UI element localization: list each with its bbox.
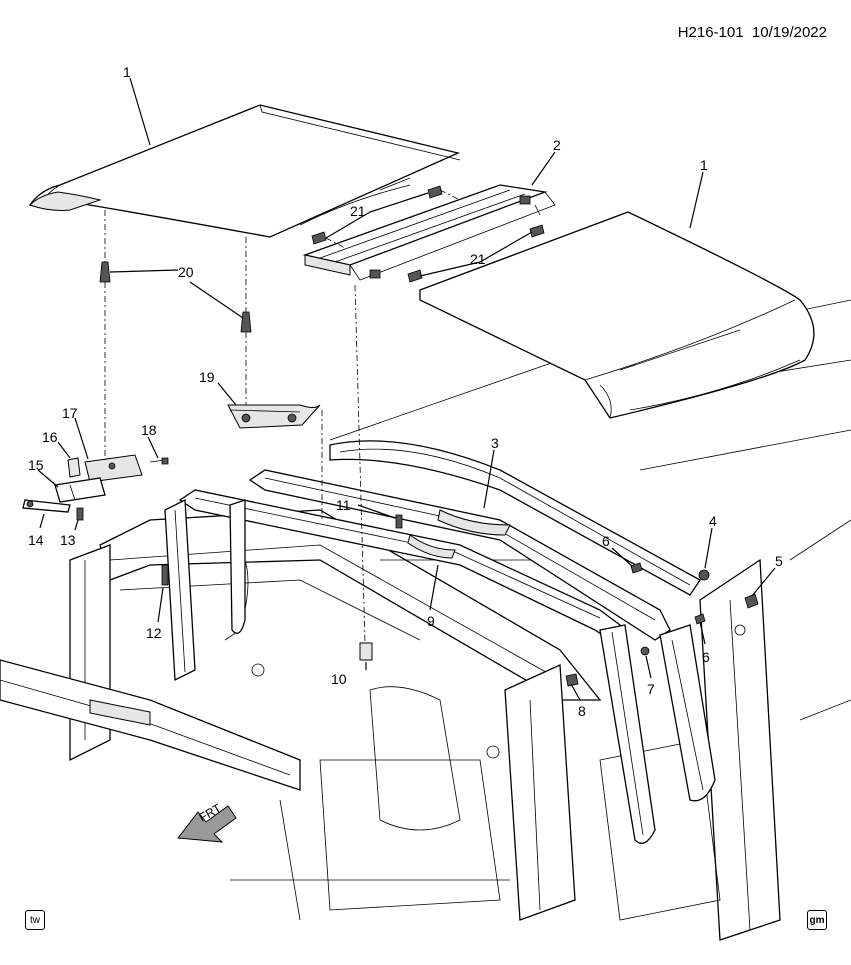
roof-panel-right (419, 211, 815, 419)
callout-5: 5 (775, 553, 783, 569)
callout-4: 4 (709, 513, 717, 529)
callout-11: 11 (336, 497, 351, 513)
callout-13: 13 (60, 532, 76, 548)
tw-badge-label: tw (30, 914, 40, 926)
callout-6-lower: 6 (702, 649, 710, 665)
callout-14: 14 (28, 532, 44, 548)
alignment-lines (104, 210, 366, 644)
diagram-date: 10/19/2022 (751, 24, 827, 41)
callout-1-right: 1 (700, 157, 708, 173)
leader-lines (37, 77, 776, 701)
diagram-header: H216-101 10/19/2022 (678, 24, 827, 41)
callout-8: 8 (578, 703, 586, 719)
roof-panel-left (28, 104, 461, 238)
bracket-19-studs-20 (99, 261, 321, 429)
callout-7: 7 (647, 681, 655, 697)
vehicle-body (0, 299, 851, 941)
front-direction-arrow: FRT (177, 801, 237, 843)
callout-labels: 1 1 2 3 4 5 6 6 7 8 9 10 11 12 13 14 15 … (28, 64, 783, 719)
callout-17: 17 (62, 405, 78, 421)
callout-15: 15 (28, 457, 44, 473)
small-parts (161, 514, 759, 687)
callout-18: 18 (141, 422, 157, 438)
callout-12: 12 (146, 625, 162, 641)
gm-logo-icon: gm (807, 910, 827, 930)
callout-6-upper: 6 (602, 533, 610, 549)
callout-21-lower: 21 (470, 251, 486, 267)
center-roof-rail (302, 184, 556, 281)
callout-3: 3 (491, 435, 499, 451)
tw-badge-icon: tw (25, 910, 45, 930)
callout-10: 10 (331, 671, 347, 687)
latch-bracket-group (22, 454, 169, 521)
bolts-21 (311, 185, 545, 283)
callout-9: 9 (427, 613, 435, 629)
callout-1-left: 1 (123, 64, 131, 80)
callout-21-upper: 21 (350, 203, 366, 219)
callout-20: 20 (178, 264, 194, 280)
diagram-code: H216-101 (677, 24, 744, 41)
callout-16: 16 (42, 429, 58, 445)
roof-bow-rails (164, 440, 716, 844)
callout-19: 19 (199, 369, 215, 385)
callout-2: 2 (553, 137, 561, 153)
gm-logo-label: gm (809, 914, 825, 926)
